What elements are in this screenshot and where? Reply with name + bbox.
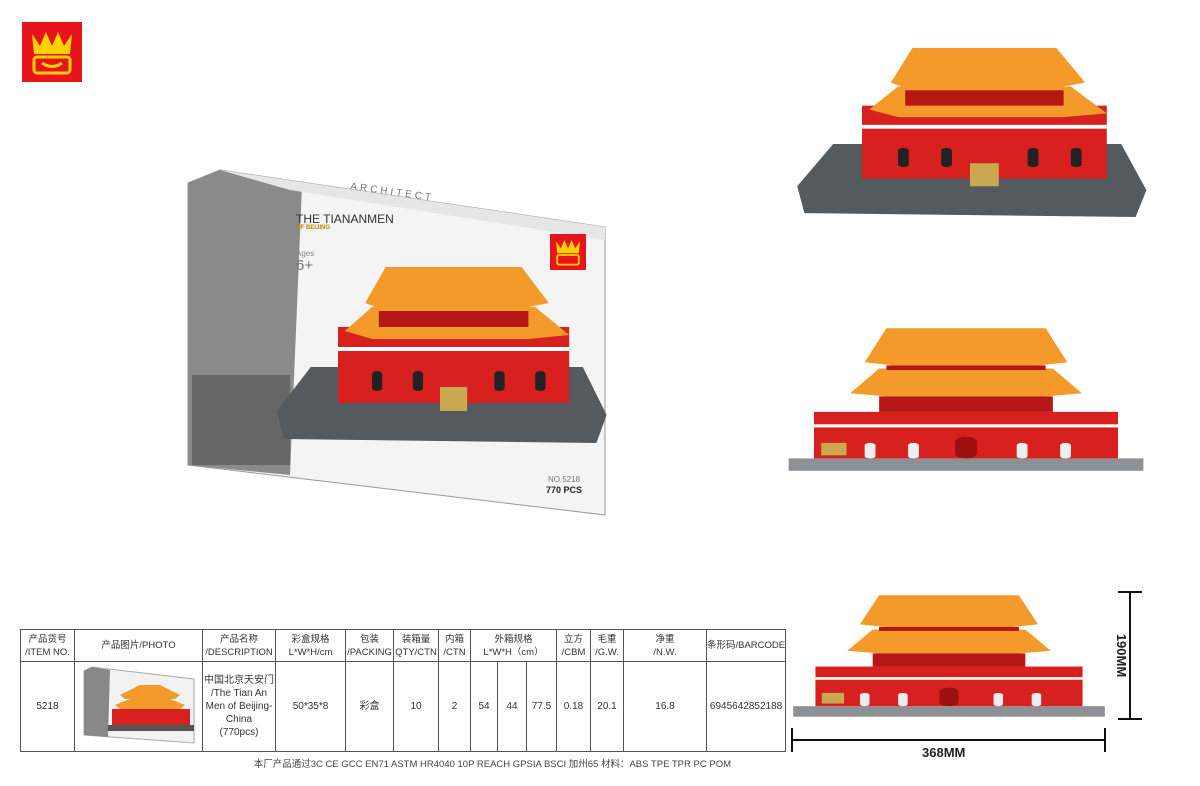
header-nw: 净重/N.W. [623,629,707,662]
header-item-no: 产品货号/ITEM NO. [20,629,75,662]
cell-packing: 彩盒 [345,661,394,752]
box-ages-value: 6+ [296,257,314,274]
cell-cbm: 0.18 [556,661,591,752]
header-inner-ctn: 内箱/CTN [438,629,471,662]
header-gw: 毛重/G.W. [590,629,624,662]
header-barcode: 条形码/BARCODE [705,629,787,662]
table-header-row: 产品货号/ITEM NO. 产品图片/PHOTO 产品名称/DESCRIPTIO… [20,629,787,662]
box-crown-logo [550,234,586,270]
cell-gw: 20.1 [590,661,624,752]
building-perspective-view [790,25,1150,217]
spec-table: 产品货号/ITEM NO. 产品图片/PHOTO 产品名称/DESCRIPTIO… [20,629,787,752]
cell-outer-w: 44 [497,661,527,752]
cell-photo [74,661,203,752]
crown-logo [22,22,82,82]
box-title: THE TIANANMEN [296,212,394,226]
building-front-view [785,322,1147,477]
length-dimension-label: 368MM [922,745,966,760]
length-dimension-cap [1104,728,1106,752]
cell-outer-h: 77.5 [526,661,557,752]
cell-outer-l: 54 [470,661,498,752]
length-dimension-cap [791,728,793,752]
header-packing: 包装/PACKING [345,629,394,662]
cell-barcode: 6945642852188 [705,661,787,752]
header-description: 产品名称/DESCRIPTION [202,629,276,662]
height-dimension-cap [1118,718,1142,720]
product-box-image: ARCHITECT THE TIANANMEN OF BEIJING Ages … [180,165,620,525]
box-item-no: NO.5218 [548,475,581,484]
header-cbm: 立方/CBM [556,629,591,662]
building-dimension-view [790,590,1108,722]
cell-inner-ctn: 2 [438,661,471,752]
cell-item-no: 5218 [20,661,75,752]
box-building-image [270,243,610,443]
height-dimension-cap [1118,591,1142,593]
box-pieces: 770 PCS [546,485,583,495]
product-thumbnail [83,665,194,744]
height-dimension-line [1129,592,1131,719]
cell-box-size: 50*35*8 [275,661,346,752]
box-subtitle: OF BEIJING [296,225,331,231]
certification-footer: 本厂产品通过3C CE GCC EN71 ASTM HR4040 10P REA… [253,759,731,770]
header-photo: 产品图片/PHOTO [74,629,203,662]
box-ages-label: Ages [296,249,315,258]
cell-nw: 16.8 [623,661,707,752]
length-dimension-line [792,739,1105,741]
cell-qty-ctn: 10 [393,661,439,752]
height-dimension-label: 190MM [1114,633,1130,678]
